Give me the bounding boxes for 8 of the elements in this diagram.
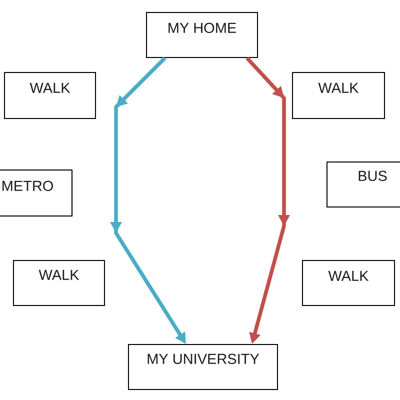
- text-box: METRO: [0, 170, 72, 216]
- text-box: MY HOME: [146, 12, 258, 58]
- text-box: WALK: [292, 72, 385, 119]
- text-box: BUS: [326, 162, 400, 208]
- text-box: WALK: [4, 72, 96, 119]
- text-box: MY UNIVERSITY: [128, 344, 278, 390]
- text-box: WALK: [302, 260, 395, 306]
- text-box: WALK: [13, 260, 105, 306]
